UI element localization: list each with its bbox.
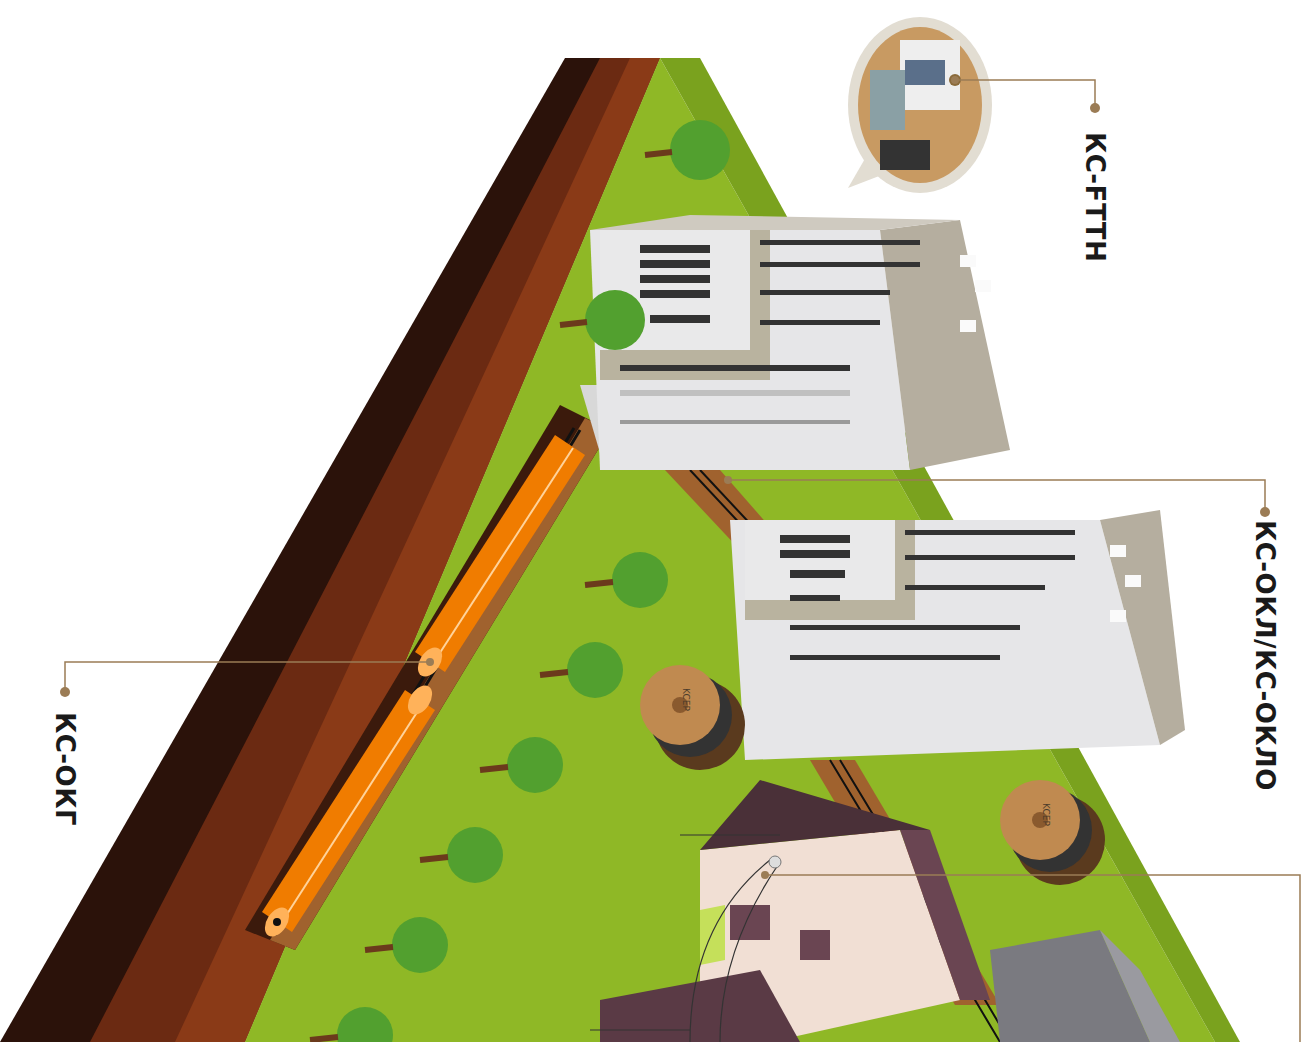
leader-line — [65, 80, 1300, 1042]
spool-brand: KCEP — [1041, 803, 1051, 826]
grass-area — [245, 58, 1215, 1042]
tree-trunk — [310, 152, 672, 1040]
grass-edge — [660, 58, 1240, 1042]
product-label: КС-FTTH — [1080, 132, 1110, 262]
room-bubble — [848, 17, 992, 193]
insulator — [769, 856, 781, 868]
drop-wire — [590, 835, 780, 1042]
product-label: КС-ОКГ — [50, 712, 80, 826]
spool-brand: KCEP — [681, 688, 691, 711]
apartment-building — [580, 215, 1010, 470]
leader-dot — [60, 76, 1270, 879]
product-label: КС-ОКЛ/КС-ОКЛО — [1250, 520, 1280, 791]
apartment-building — [730, 510, 1185, 760]
cable-spool — [640, 665, 1105, 885]
house — [600, 780, 1180, 1042]
tree — [337, 120, 730, 1042]
trench — [245, 405, 610, 950]
orange-pipe — [260, 435, 585, 941]
